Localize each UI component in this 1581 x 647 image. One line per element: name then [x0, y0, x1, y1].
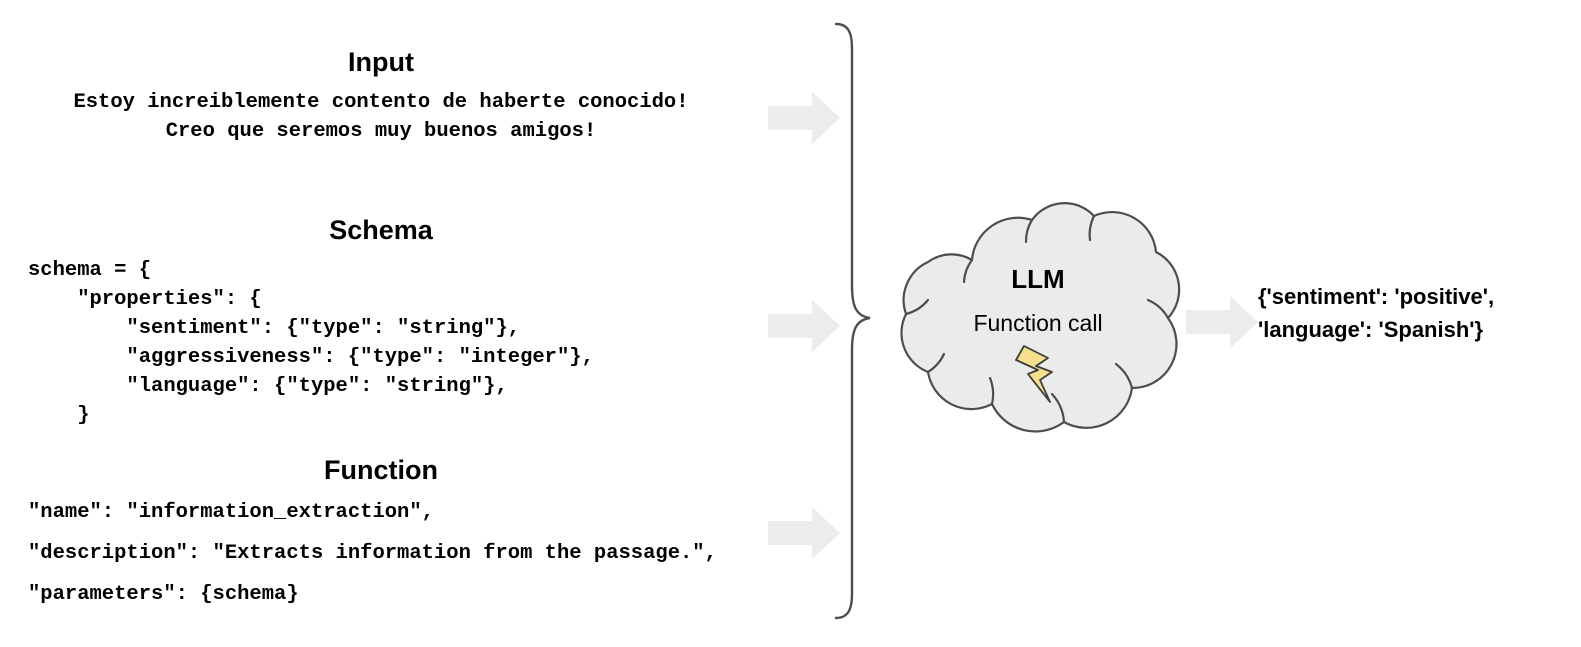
input-heading: Input	[348, 47, 414, 77]
cloud-title-llm: LLM	[1011, 264, 1065, 294]
output-arrow-icon	[1186, 296, 1258, 348]
function-code-line-name: "name": "information_extraction",	[28, 500, 434, 524]
function-heading: Function	[324, 455, 438, 485]
schema-section: Schema schema = { "properties": { "senti…	[0, 215, 762, 430]
input-text-line-2: Creo que seremos muy buenos amigos!	[165, 119, 597, 143]
function-code-line-parameters: "parameters": {schema}	[28, 582, 299, 606]
schema-arrow-icon	[768, 300, 840, 352]
schema-heading: Schema	[329, 215, 433, 245]
input-arrow-icon	[768, 92, 840, 144]
cloud-shape-icon	[900, 202, 1181, 433]
input-text-line-1: Estoy increiblemente contento de haberte…	[73, 90, 689, 114]
function-arrow-icon	[768, 507, 840, 559]
grouping-brace	[824, 18, 884, 624]
function-section: Function "name": "information_extraction…	[0, 455, 762, 615]
lightning-bolt-icon	[1008, 344, 1064, 406]
llm-cloud: LLM Function call	[880, 196, 1196, 444]
cloud-subtitle-function-call: Function call	[973, 310, 1103, 336]
right-curly-brace-icon	[834, 22, 871, 620]
lightning-bolt-glyph-icon	[1015, 345, 1053, 403]
schema-code-block: schema = { "properties": { "sentiment": …	[28, 258, 594, 428]
inputs-column: Input Estoy increiblemente contento de h…	[0, 0, 762, 647]
output-result-text: {'sentiment': 'positive', 'language': 'S…	[1258, 284, 1495, 342]
input-section: Input Estoy increiblemente contento de h…	[0, 47, 762, 146]
function-code-line-description: "description": "Extracts information fro…	[28, 541, 717, 565]
